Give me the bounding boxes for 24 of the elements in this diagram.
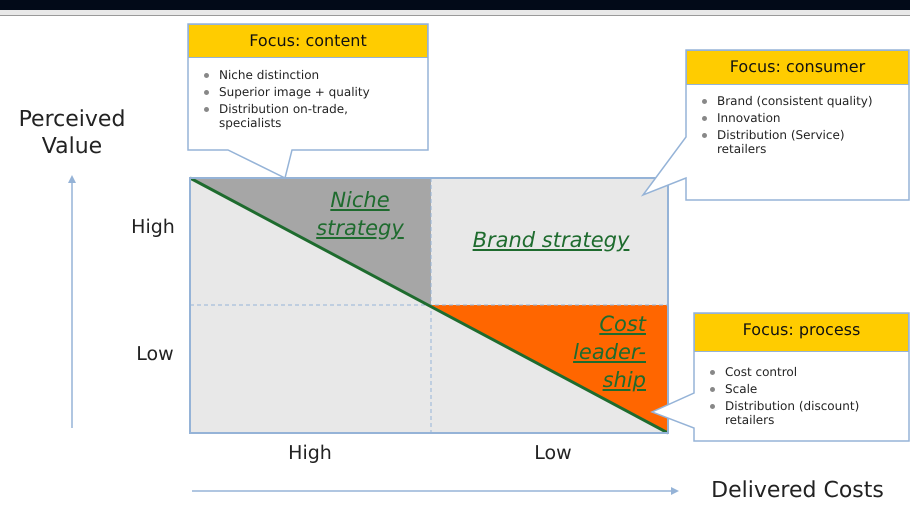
- callout-bubble: [188, 24, 428, 178]
- axis-label: High: [287, 441, 333, 466]
- bullet-item: Scale: [725, 382, 758, 396]
- quadrant-label: Niche strategy: [315, 187, 405, 242]
- bullet-item: Distribution (Service) retailers: [717, 128, 846, 156]
- callout-header: Focus: consumer: [686, 50, 909, 85]
- axis-label: Delivered Costs: [710, 477, 885, 504]
- axis-label: High: [130, 215, 176, 240]
- bullet-item: Niche distinction: [219, 68, 320, 82]
- bullet-item: Distribution on-trade, specialists: [219, 102, 349, 130]
- quadrant-label: Brand strategy: [472, 227, 630, 254]
- callout-header: Focus: content: [188, 24, 428, 58]
- callout-header: Focus: process: [694, 313, 909, 352]
- axis-label: Low: [135, 342, 175, 367]
- bullet-item: Innovation: [717, 111, 782, 125]
- quadrant-label: Cost leader-ship: [572, 311, 646, 394]
- bullet-item: Cost control: [725, 365, 798, 379]
- callout-bubble: [652, 313, 909, 441]
- axis-label: Low: [533, 441, 573, 466]
- bullet-item: Superior image + quality: [219, 85, 371, 99]
- bullet-item: Brand (consistent quality): [717, 94, 874, 108]
- callout-bubble: [643, 50, 909, 200]
- axis-label: Perceived Value: [18, 106, 126, 160]
- bullet-item: Distribution (discount) retailers: [725, 399, 860, 427]
